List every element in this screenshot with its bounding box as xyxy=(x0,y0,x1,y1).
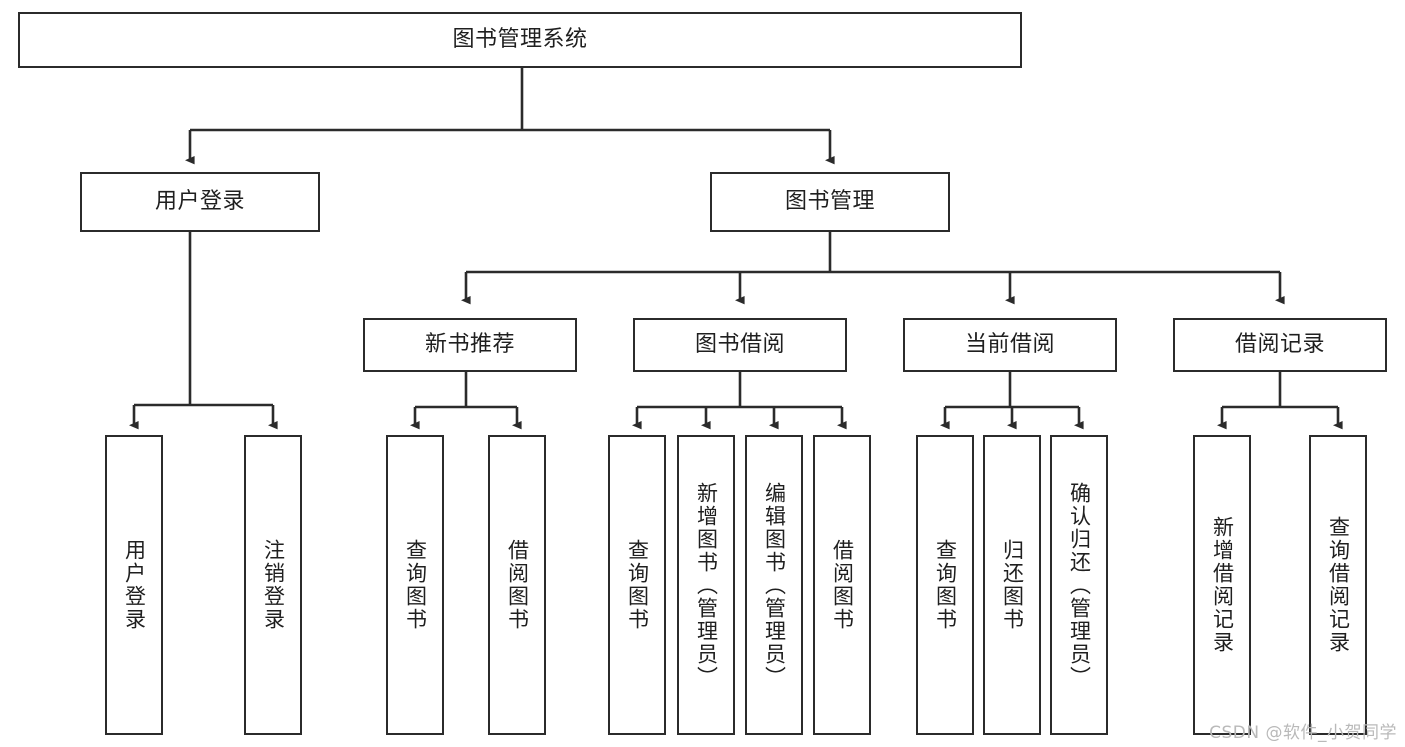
node-new-book-recommend[interactable]: 新书推荐 xyxy=(363,318,577,372)
node-label: 归还图书 xyxy=(1000,539,1025,631)
leaf-record-add-borrow-record[interactable]: 新增借阅记录 xyxy=(1193,435,1251,735)
leaf-borrow-add-book-admin[interactable]: 新增图书（管理员） xyxy=(677,435,735,735)
leaf-borrow-borrow-books[interactable]: 借阅图书 xyxy=(813,435,871,735)
node-book-management-system[interactable]: 图书管理系统 xyxy=(18,12,1022,68)
leaf-new-book-borrow-books[interactable]: 借阅图书 xyxy=(488,435,546,735)
node-label: 查询借阅记录 xyxy=(1326,516,1351,654)
node-label: 用户登录 xyxy=(154,189,245,215)
node-book-borrow[interactable]: 图书借阅 xyxy=(633,318,847,372)
node-label: 新增借阅记录 xyxy=(1210,516,1235,654)
node-user-login[interactable]: 用户登录 xyxy=(80,172,320,232)
node-current-borrow[interactable]: 当前借阅 xyxy=(903,318,1117,372)
node-label: 图书管理 xyxy=(784,189,875,215)
leaf-borrow-edit-book-admin[interactable]: 编辑图书（管理员） xyxy=(745,435,803,735)
leaf-logout[interactable]: 注销登录 xyxy=(244,435,302,735)
node-label: 新书推荐 xyxy=(424,332,515,358)
node-label: 编辑图书（管理员） xyxy=(762,481,787,689)
node-label: 借阅记录 xyxy=(1234,332,1325,358)
node-label: 查询图书 xyxy=(403,539,428,631)
node-label: 查询图书 xyxy=(933,539,958,631)
node-label: 新增图书（管理员） xyxy=(694,481,719,689)
leaf-current-query-books[interactable]: 查询图书 xyxy=(916,435,974,735)
node-label: 图书管理系统 xyxy=(452,27,588,53)
leaf-record-query-borrow-record[interactable]: 查询借阅记录 xyxy=(1309,435,1367,735)
node-label: 当前借阅 xyxy=(964,332,1055,358)
node-label: 图书借阅 xyxy=(694,332,785,358)
node-label: 注销登录 xyxy=(261,539,286,631)
node-label: 确认归还（管理员） xyxy=(1067,481,1092,689)
leaf-current-confirm-return-admin[interactable]: 确认归还（管理员） xyxy=(1050,435,1108,735)
node-label: 用户登录 xyxy=(122,539,147,631)
csdn-watermark: CSDN @软件_小贺同学 xyxy=(1209,723,1397,743)
node-label: 借阅图书 xyxy=(505,539,530,631)
leaf-user-login[interactable]: 用户登录 xyxy=(105,435,163,735)
node-book-management[interactable]: 图书管理 xyxy=(710,172,950,232)
node-borrow-record[interactable]: 借阅记录 xyxy=(1173,318,1387,372)
node-label: 查询图书 xyxy=(625,539,650,631)
leaf-current-return-books[interactable]: 归还图书 xyxy=(983,435,1041,735)
leaf-new-book-query-books[interactable]: 查询图书 xyxy=(386,435,444,735)
node-label: 借阅图书 xyxy=(830,539,855,631)
leaf-borrow-query-books[interactable]: 查询图书 xyxy=(608,435,666,735)
